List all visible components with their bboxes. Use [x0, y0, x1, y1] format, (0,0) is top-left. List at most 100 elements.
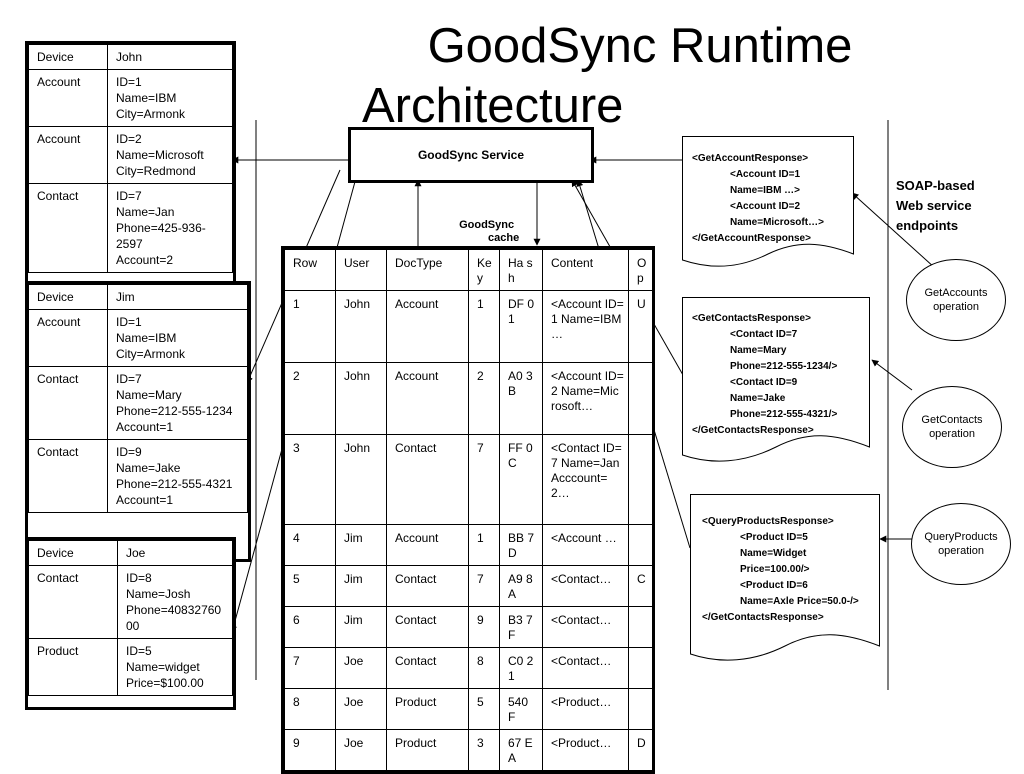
xml-line: <GetAccountResponse> — [692, 153, 809, 164]
cell: 1 — [468, 524, 500, 566]
get-contacts-response-doc: <GetContactsResponse> <Contact ID=7 Name… — [682, 297, 870, 467]
record-fields: ID=2 Name=Microsoft City=Redmond — [107, 126, 233, 184]
cell: John — [335, 362, 387, 435]
xml-line: <Product ID=5 — [740, 532, 808, 543]
cell: A0 3B — [499, 362, 543, 435]
cell: D — [628, 729, 653, 771]
field-line: Account=1 — [116, 493, 174, 507]
cell: 2 — [284, 362, 336, 435]
xml-line: Name=Axle Price=50.0-/> — [740, 596, 859, 607]
field-line: Name=Jake — [116, 461, 181, 475]
arrow-getaccounts-to-doc — [851, 192, 936, 269]
record-fields: ID=1 Name=IBM City=Armonk — [107, 69, 233, 127]
xml-line: <Contact ID=7 — [730, 329, 798, 340]
queryproducts-operation-node: QueryProducts operation — [911, 503, 1011, 585]
title-line-2: Architecture — [362, 79, 624, 133]
operation-label-line: operation — [933, 301, 979, 313]
cell: A9 8A — [499, 565, 543, 607]
header-cell: Ha sh — [499, 249, 543, 291]
xml-line: <Product ID=6 — [740, 580, 808, 591]
cell: 2 — [468, 362, 500, 435]
field-line: ID=9 — [116, 445, 142, 459]
cell: 7 — [468, 434, 500, 525]
cell: 9 — [284, 729, 336, 771]
cell — [628, 688, 653, 730]
header-cell: Content — [542, 249, 629, 291]
table-row: 5 Jim Contact 7 A9 8A <Contact… C — [284, 565, 653, 607]
arrow-getcontacts-to-doc — [871, 359, 913, 391]
cell: Joe — [335, 647, 387, 689]
xml-line: Name=Jake — [730, 393, 786, 404]
device-john-box: Device John Account ID=1 Name=IBM City=A… — [25, 41, 236, 292]
header-cell: Ke y — [468, 249, 500, 291]
table-row: 2 John Account 2 A0 3B <Account ID=2 Nam… — [284, 362, 653, 435]
xml-line: Name=Microsoft…> — [730, 217, 824, 228]
cell: 67 EA — [499, 729, 543, 771]
header-cell: DocType — [386, 249, 469, 291]
cache-label: GoodSync cache — [454, 219, 519, 245]
field-line: Name=Josh — [126, 587, 191, 601]
field-line: ID=7 — [116, 189, 142, 203]
record-fields: ID=8 Name=Josh Phone=4083276000 — [117, 565, 233, 639]
operation-label-line: QueryProducts — [924, 531, 998, 543]
cell: 8 — [468, 647, 500, 689]
field-line: Account=1 — [116, 420, 174, 434]
cell: Joe — [335, 729, 387, 771]
table-row: 6 Jim Contact 9 B3 7F <Contact… — [284, 606, 653, 648]
soap-label-line: SOAP-based — [896, 178, 975, 193]
record-fields: ID=7 Name=Jan Phone=425-936-2597 Account… — [107, 183, 233, 273]
table-row: 9 Joe Product 3 67 EA <Product… D — [284, 729, 653, 771]
xml-line: Price=100.00/> — [740, 564, 810, 575]
cell: 8 — [284, 688, 336, 730]
field-line: City=Armonk — [116, 347, 186, 361]
cell: 3 — [284, 434, 336, 525]
cell: <Product… — [542, 688, 629, 730]
device-name: John — [107, 44, 233, 70]
table-row: 8 Joe Product 5 540 F <Product… — [284, 688, 653, 730]
device-joe-box: Device Joe Contact ID=8 Name=Josh Phone=… — [25, 537, 236, 710]
soap-endpoints-label: SOAP-based Web service endpoints — [896, 176, 975, 236]
operation-label-line: GetAccounts — [924, 287, 988, 299]
record-type: Account — [28, 126, 108, 184]
cell: <Contact… — [542, 647, 629, 689]
cell: C0 21 — [499, 647, 543, 689]
goodsync-cache-table: Row User DocType Ke y Ha sh Content O p … — [281, 246, 655, 774]
cell: Jim — [335, 606, 387, 648]
cell: 7 — [468, 565, 500, 607]
field-line: Name=widget — [126, 660, 200, 674]
record-type: Contact — [28, 183, 108, 273]
cell: BB 7D — [499, 524, 543, 566]
header-cell: User — [335, 249, 387, 291]
getaccounts-operation-node: GetAccounts operation — [906, 259, 1006, 341]
field-line: Name=Microsoft — [116, 148, 204, 162]
xml-line: </GetContactsResponse> — [702, 612, 824, 623]
service-label: GoodSync Service — [417, 148, 525, 162]
field-line: Name=Jan — [116, 205, 175, 219]
field-line: Phone=425-936-2597 — [116, 221, 206, 251]
cell: 1 — [284, 290, 336, 363]
table-row: 3 John Contact 7 FF 0C <Contact ID=7 Nam… — [284, 434, 653, 525]
device-label: Device — [28, 540, 118, 566]
cell: Contact — [386, 606, 469, 648]
field-line: Account=2 — [116, 253, 174, 267]
soap-label-line: endpoints — [896, 218, 959, 233]
device-name: Jim — [107, 284, 248, 310]
operation-label-line: operation — [929, 428, 975, 440]
cell: <Contact ID=7 Name=Jan Acccount= 2… — [542, 434, 629, 525]
cell: Jim — [335, 524, 387, 566]
cell: <Contact… — [542, 565, 629, 607]
cell — [628, 647, 653, 689]
cell: U — [628, 290, 653, 363]
device-name: Joe — [117, 540, 233, 566]
xml-line: Name=IBM …> — [730, 185, 801, 196]
cell: Joe — [335, 688, 387, 730]
record-fields: ID=5 Name=widget Price=$100.00 — [117, 638, 233, 696]
document-shape — [682, 297, 870, 462]
cell — [628, 524, 653, 566]
record-type: Contact — [28, 439, 108, 513]
cell: 540 F — [499, 688, 543, 730]
goodsync-service-box: GoodSync Service — [348, 127, 594, 183]
xml-line: Phone=212-555-1234/> — [730, 361, 838, 372]
field-line: City=Armonk — [116, 107, 186, 121]
cell: Account — [386, 524, 469, 566]
